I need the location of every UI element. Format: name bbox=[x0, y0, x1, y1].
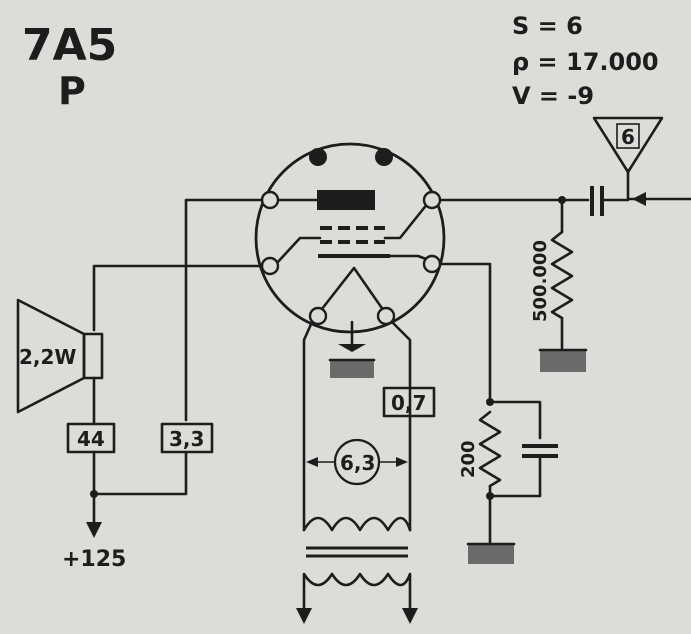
speaker-symbol: 2,2W bbox=[16, 298, 104, 414]
filament-transformer bbox=[296, 516, 418, 624]
anode-voltage-box bbox=[66, 422, 116, 454]
filament-voltage-dimension: 6,3 bbox=[306, 438, 408, 486]
supply-label: +125 bbox=[62, 547, 126, 572]
grid-resistor-label: 500.000 bbox=[530, 240, 551, 322]
screen-voltage-label: 3,3 bbox=[169, 427, 204, 451]
filament-voltage-label: 6,3 bbox=[340, 451, 375, 475]
anode-voltage-label: 44 bbox=[77, 427, 105, 451]
cathode-wire bbox=[438, 262, 492, 404]
cathode-resistor bbox=[466, 410, 516, 564]
bypass-capacitor bbox=[488, 400, 558, 498]
filament-current-box bbox=[382, 386, 436, 418]
tube-type-label: 7A5 bbox=[22, 20, 117, 71]
speaker-label: 2,2W bbox=[19, 345, 77, 369]
tube-internal-ground bbox=[328, 320, 376, 378]
input-stage-label: 6 bbox=[621, 125, 635, 149]
input-arrow bbox=[626, 192, 691, 206]
supply-arrow bbox=[86, 522, 102, 538]
filament-wire-right bbox=[390, 320, 412, 532]
supply-junction-wire bbox=[92, 450, 188, 496]
screen-grid-wire bbox=[184, 198, 264, 422]
tube-envelope bbox=[254, 142, 446, 334]
anode-wire bbox=[92, 264, 264, 332]
coupling-capacitor bbox=[590, 186, 630, 216]
tube-class-label: P bbox=[58, 69, 86, 113]
filament-wire-left bbox=[302, 320, 314, 532]
input-stage-symbol: 6 bbox=[592, 116, 664, 201]
param-rho: ρ = 17.000 bbox=[512, 48, 659, 76]
cathode-resistor-label: 200 bbox=[458, 440, 479, 478]
grid-resistor bbox=[538, 198, 588, 372]
param-s: S = 6 bbox=[512, 12, 583, 40]
filament-current-label: 0,7 bbox=[391, 391, 426, 415]
param-v: V = -9 bbox=[512, 82, 594, 110]
